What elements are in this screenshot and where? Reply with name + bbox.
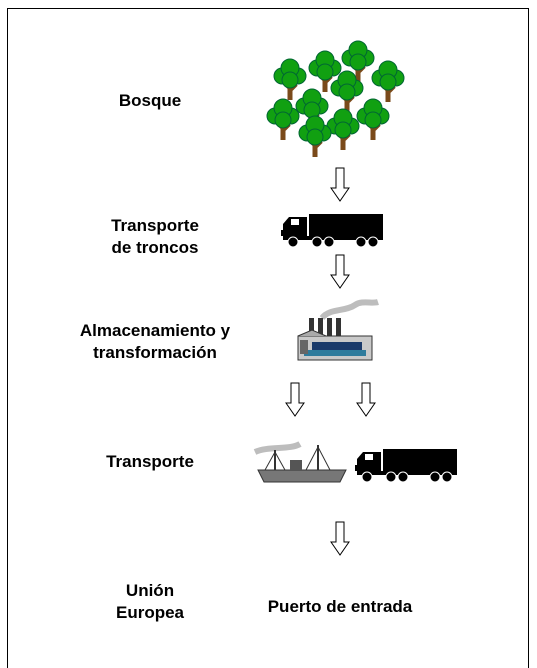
label-union-europea: Unión Europea [105,580,195,624]
ship-icon [253,441,347,483]
truck-icon [354,448,458,483]
tree-icon [273,58,307,101]
forest-trees [266,40,405,158]
label-bosque-text: Bosque [118,91,182,110]
label-union-europea-line1: Unión [125,581,175,600]
diagram-frame [7,8,529,668]
arrow-down-icon [285,382,305,417]
truck-icon [280,213,384,248]
label-almacenamiento-line1: Almacenamiento y [79,321,231,340]
label-union-europea-line2: Europea [115,603,185,622]
label-almacenamiento-line2: transformación [93,343,217,362]
label-transporte-troncos: Transporte de troncos [75,215,235,259]
tree-icon [266,98,300,141]
label-puerto-entrada-text: Puerto de entrada [267,597,413,616]
arrow-down-icon [356,382,376,417]
factory-icon [297,299,379,361]
label-transporte: Transporte [90,451,210,473]
arrow-down-icon [330,167,350,202]
tree-icon [356,98,390,141]
arrow-down-icon [330,254,350,289]
label-almacenamiento: Almacenamiento y transformación [50,320,260,364]
label-transporte-troncos-line2: de troncos [111,238,199,257]
label-puerto-entrada: Puerto de entrada [245,596,435,618]
label-transporte-troncos-line1: Transporte [111,216,199,235]
label-bosque: Bosque [95,90,205,112]
tree-icon [298,115,332,158]
tree-icon [326,108,360,151]
label-transporte-text: Transporte [106,452,194,471]
tree-icon [371,60,405,103]
arrow-down-icon [330,521,350,556]
